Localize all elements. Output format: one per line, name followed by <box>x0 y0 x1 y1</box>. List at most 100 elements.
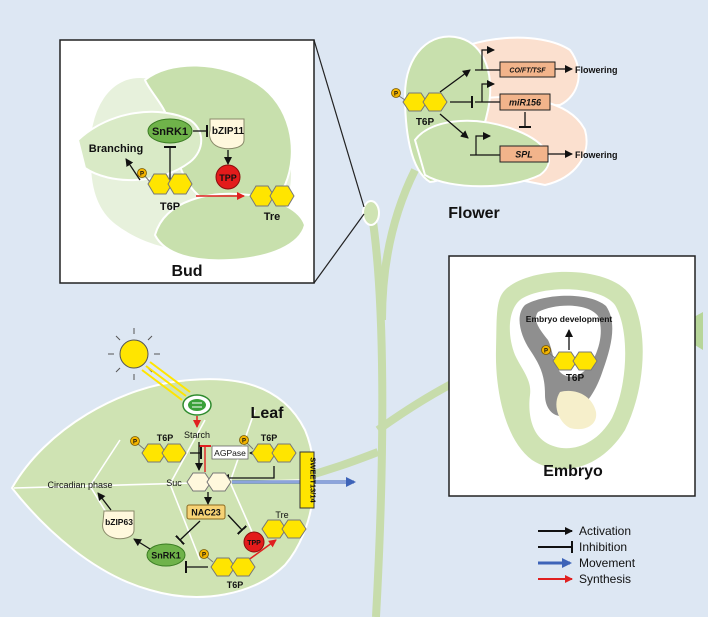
callout-line-bottom <box>313 213 365 284</box>
sunlight-rays <box>141 361 191 401</box>
bud-bzip11-node <box>209 118 245 150</box>
leaf-t6p-right-molecule: P <box>239 435 297 463</box>
bud-branching-label: Branching <box>89 143 143 155</box>
hexagon <box>249 185 275 207</box>
leaf-snrk1-node <box>146 543 186 567</box>
phosphate-node <box>130 436 140 446</box>
embryo-cotyledon <box>556 390 597 430</box>
hexagon <box>261 519 287 539</box>
leaf-arrow-bzip63-circadian <box>97 492 112 511</box>
phosphate-node <box>239 435 249 445</box>
chloroplast-icon <box>182 394 212 416</box>
leaf-snrk1-label: SnRK1 <box>151 551 181 561</box>
flower-graphic <box>403 35 588 188</box>
leaf-suc-molecule <box>186 472 232 492</box>
phosphate-link <box>137 443 145 450</box>
leaf-vein <box>169 419 206 485</box>
leaf-t6p-bottom-molecule: P <box>199 549 256 577</box>
promoter-tss <box>481 46 495 70</box>
flower-arrow-to-spl <box>439 113 469 139</box>
hexagon <box>572 351 598 371</box>
promoter-spl <box>470 132 500 156</box>
promoter-tss <box>481 80 495 102</box>
bud-arrow-t6p-branching <box>125 158 141 181</box>
leaf-vein <box>89 439 121 487</box>
phosphate-link <box>144 175 151 183</box>
leaf-inhibit-nac23-tpp <box>227 514 248 535</box>
phosphate-node <box>199 549 209 559</box>
hexagon <box>281 519 307 539</box>
sun-icon <box>108 328 160 380</box>
leaf-sweet-box <box>299 451 315 509</box>
leaf-tpp-node <box>243 531 265 553</box>
leaf-bzip63-label: bZIP63 <box>105 517 133 527</box>
hexagon <box>210 557 236 577</box>
bud-bzip11-label: bZIP11 <box>212 126 245 137</box>
bud-snrk1-label: SnRK1 <box>152 126 188 138</box>
phosphate-label: P <box>133 440 137 446</box>
hexagon <box>161 443 187 463</box>
legend-inhibition-label: Inhibition <box>579 540 627 554</box>
light-ray <box>149 361 191 393</box>
phosphate-link <box>246 442 254 450</box>
leaf-inhibit-nac23-snrk1 <box>175 520 201 546</box>
hexagon <box>402 92 428 112</box>
bud-tre-label: Tre <box>264 211 281 223</box>
hexagon <box>167 173 193 195</box>
phosphate-label: P <box>394 92 398 98</box>
leaf-arrow-snrk1-bzip63 <box>133 538 151 550</box>
chloroplast-inner <box>188 399 206 411</box>
phosphate-label: P <box>202 553 206 559</box>
embryo-title: Embryo <box>543 463 603 480</box>
gene-label-coftsf: CO/FT/TSF <box>509 68 546 75</box>
promoter-mir156 <box>475 80 500 103</box>
sun-ray <box>147 335 153 341</box>
small-bud <box>362 200 380 226</box>
legend-activation-label: Activation <box>579 524 631 538</box>
legend-movement-label: Movement <box>579 556 636 570</box>
flower-arrow-to-coftsf <box>439 69 471 93</box>
hexagon <box>269 185 295 207</box>
phosphate-node <box>391 88 401 98</box>
bud-t6p-molecule: P <box>137 168 193 195</box>
bud-t6p-label: T6P <box>160 201 180 213</box>
hexagon <box>141 443 167 463</box>
leaf-title: Leaf <box>251 405 285 422</box>
hexagon <box>552 351 578 371</box>
flowering-label-top: Flowering <box>575 65 618 75</box>
embryo-development-label: Embryo development <box>526 314 613 324</box>
hexagon <box>206 472 232 492</box>
leaf-vein <box>169 483 201 561</box>
main-stem <box>368 214 387 617</box>
hexagon <box>186 472 212 492</box>
phosphate-link <box>206 556 214 563</box>
legend-synthesis-label: Synthesis <box>579 572 631 586</box>
leaf-arrow-t6p-suc <box>221 466 275 482</box>
leaf-t6p-right-label: T6P <box>261 433 278 443</box>
sun-disc <box>119 339 149 369</box>
leaf-tre-molecule <box>261 519 307 539</box>
phosphate-node <box>541 345 551 355</box>
leaf-t6p-bottom-label: T6P <box>227 580 244 590</box>
leaf-sweet-label: SWEET13/14 <box>309 457 318 503</box>
bud-leaf-front <box>153 192 307 262</box>
leaf-t6p-left-molecule: P <box>130 436 187 463</box>
phosphate-label: P <box>544 349 548 355</box>
leaf-nac23-box <box>186 504 226 520</box>
hexagon <box>251 443 277 463</box>
embryo-t6p-label: T6P <box>566 373 585 384</box>
embryo-t6p-molecule: P <box>541 345 598 371</box>
leaf-t6p-left-label: T6P <box>157 433 174 443</box>
leaf-bzip63-node <box>102 510 135 540</box>
sun-ray <box>115 335 121 341</box>
hexagon <box>147 173 173 195</box>
bud-title: Bud <box>171 263 202 280</box>
leaf-agpase-label: AGPase <box>214 448 246 458</box>
callout-line-top <box>313 39 365 208</box>
gene-box-mir156 <box>499 93 551 111</box>
flower-t6p-label: T6P <box>416 117 435 128</box>
bud-tpp-label: TPP <box>219 173 237 183</box>
flowering-label-bottom: Flowering <box>575 150 618 160</box>
leaf-agpase-box <box>211 445 249 460</box>
bud-tre-molecule <box>249 185 295 207</box>
